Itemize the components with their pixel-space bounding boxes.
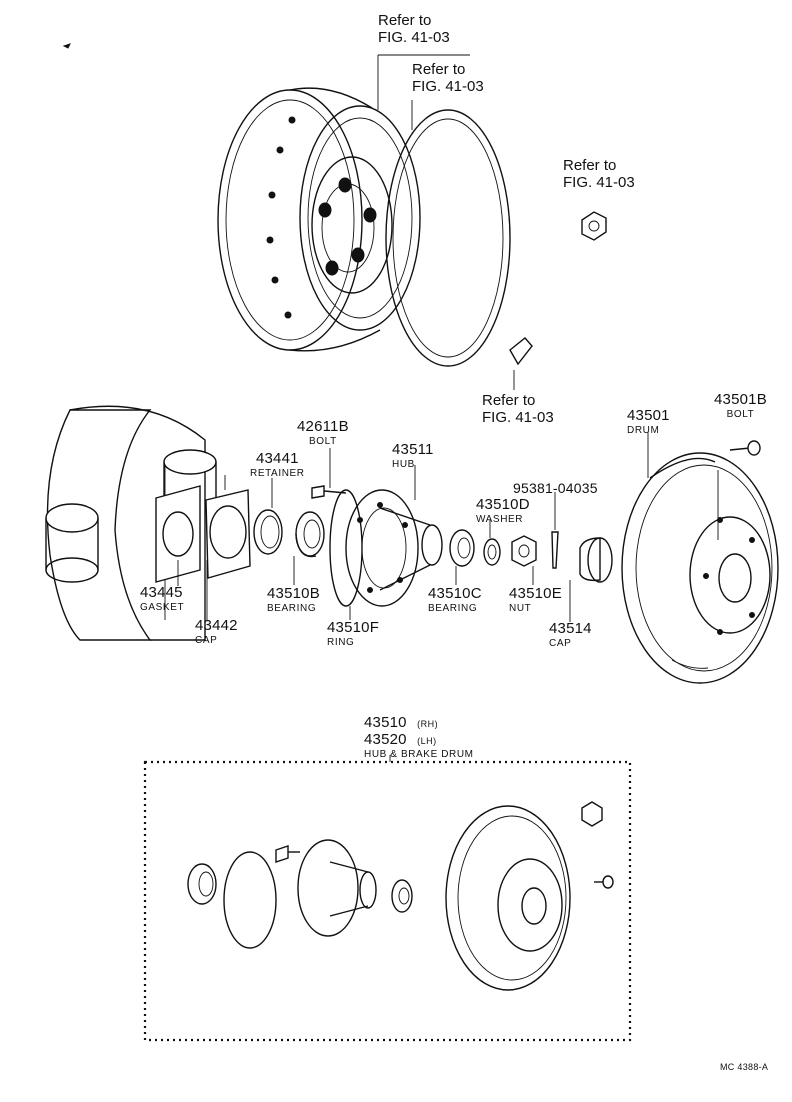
part-number: 95381-04035 bbox=[513, 480, 598, 496]
figure-code: MC 4388-A bbox=[720, 1062, 769, 1072]
refer-label-2: Refer to FIG. 41-03 bbox=[412, 61, 484, 95]
part-label-43510B: 43510B BEARING bbox=[267, 586, 320, 614]
part-number: 43501 bbox=[627, 407, 670, 424]
part-number: 43514 bbox=[549, 620, 592, 637]
washer-drawing bbox=[483, 538, 501, 566]
refer-line: Refer to bbox=[563, 157, 617, 174]
refer-label-3: Refer to FIG. 41-03 bbox=[563, 157, 635, 191]
part-number: 43501B bbox=[714, 391, 767, 408]
assembly-drum bbox=[445, 805, 571, 991]
part-name: CAP bbox=[549, 638, 572, 649]
assembly-snap-ring bbox=[223, 851, 277, 949]
assembly-rh-number: 43510 bbox=[364, 714, 407, 731]
bearing-43510B-drawing bbox=[295, 511, 325, 558]
hub-bolt-icon bbox=[311, 485, 347, 499]
assembly-lh-tag: (LH) bbox=[417, 736, 437, 746]
bearing-43510C-drawing bbox=[449, 529, 475, 567]
part-number: 42611B bbox=[297, 418, 349, 435]
part-label-43510E: 43510E NUT bbox=[509, 586, 562, 614]
cap-43514-drawing bbox=[579, 537, 613, 583]
refer-line: Refer to bbox=[482, 392, 536, 409]
hub-nut-drawing bbox=[511, 535, 537, 567]
assembly-rh-tag: (RH) bbox=[417, 719, 439, 729]
refer-fig: FIG. 41-03 bbox=[482, 409, 554, 426]
refer-line: Refer to bbox=[378, 12, 432, 29]
retainer-drawing bbox=[253, 509, 283, 555]
part-name: RETAINER bbox=[250, 468, 305, 479]
part-label-43511: 43511 HUB bbox=[392, 442, 434, 470]
cap-43442-drawing bbox=[205, 489, 251, 579]
part-name: DRUM bbox=[627, 425, 660, 436]
part-name: NUT bbox=[509, 603, 532, 614]
part-label-43441: 43441 RETAINER bbox=[250, 451, 305, 479]
refer-fig: FIG. 41-03 bbox=[378, 29, 450, 46]
part-label-43442: 43442 CAP bbox=[195, 618, 238, 646]
part-name: HUB bbox=[392, 459, 415, 470]
wheel-rim-drawing bbox=[217, 87, 421, 352]
refer-label-1: Refer to FIG. 41-03 bbox=[378, 12, 450, 46]
assembly-bearing-left bbox=[187, 863, 217, 905]
part-label-43510D: 43510D WASHER bbox=[476, 497, 530, 525]
part-name: BOLT bbox=[726, 409, 755, 420]
assembly-lh-number: 43520 bbox=[364, 731, 407, 748]
valve-clip-icon bbox=[509, 337, 533, 366]
part-name: WASHER bbox=[476, 514, 524, 525]
part-label-43501B: 43501B BOLT bbox=[714, 392, 767, 420]
cotter-pin-icon bbox=[551, 531, 559, 569]
part-name: RING bbox=[327, 637, 355, 648]
part-name: BOLT bbox=[309, 436, 337, 447]
part-number: 43445 bbox=[140, 584, 183, 601]
refer-line: Refer to bbox=[412, 61, 466, 78]
part-name: GASKET bbox=[140, 602, 185, 613]
part-number: 43441 bbox=[255, 450, 299, 467]
part-number: 43511 bbox=[392, 441, 434, 458]
lock-ring-drawing bbox=[385, 109, 511, 367]
assembly-hub bbox=[297, 839, 377, 937]
drum-43501-drawing bbox=[621, 452, 779, 684]
assembly-bolt-icon bbox=[275, 845, 300, 863]
part-label-43501: 43501 DRUM bbox=[627, 408, 670, 436]
part-name: BEARING bbox=[267, 603, 317, 614]
part-number: 43510C bbox=[428, 585, 482, 602]
part-label-43445: 43445 GASKET bbox=[140, 585, 184, 613]
part-label-43514: 43514 CAP bbox=[549, 621, 592, 649]
part-label-43510F: 43510F RING bbox=[327, 620, 379, 648]
assembly-bearing-right bbox=[391, 879, 413, 913]
gasket-drawing bbox=[155, 485, 201, 583]
wheel-nut-icon bbox=[581, 211, 607, 241]
part-number: 43442 bbox=[195, 617, 238, 634]
refer-label-4: Refer to FIG. 41-03 bbox=[482, 392, 554, 426]
part-name: BEARING bbox=[428, 603, 478, 614]
part-name: CAP bbox=[195, 635, 218, 646]
part-label-42611B: 42611B BOLT bbox=[297, 419, 349, 447]
hub-43511-drawing bbox=[345, 489, 443, 607]
assembly-nut-icon bbox=[581, 801, 603, 827]
assembly-label: 43510 (RH) 43520 (LH) HUB & BRAKE DRUM bbox=[364, 715, 474, 760]
part-label-43510C: 43510C BEARING bbox=[428, 586, 482, 614]
part-number: 43510D bbox=[476, 496, 530, 513]
part-number: 43510E bbox=[509, 585, 562, 602]
part-label-95381-04035: 95381-04035 bbox=[513, 481, 598, 495]
refer-fig: FIG. 41-03 bbox=[412, 78, 484, 95]
drum-bolt-icon bbox=[717, 440, 761, 540]
part-number: 43510B bbox=[267, 585, 320, 602]
assembly-name: HUB & BRAKE DRUM bbox=[364, 749, 474, 760]
refer-fig: FIG. 41-03 bbox=[563, 174, 635, 191]
brake-backing-drawing bbox=[45, 405, 217, 641]
part-number: 43510F bbox=[327, 619, 380, 636]
assembly-drum-bolt-icon bbox=[594, 875, 614, 889]
